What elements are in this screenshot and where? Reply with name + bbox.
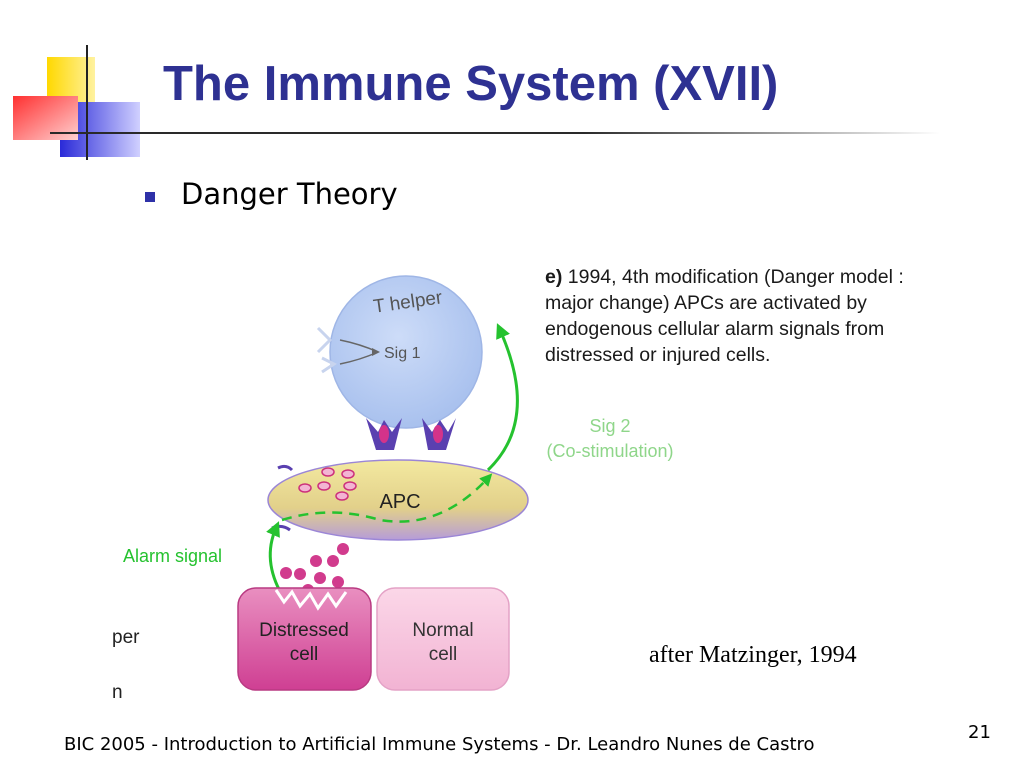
distressed-line2: cell	[290, 644, 319, 665]
diagram-caption: e) 1994, 4th modification (Danger model …	[545, 264, 905, 368]
apc-molecules	[298, 467, 357, 501]
page-number: 21	[968, 722, 991, 743]
alarm-molecules	[280, 543, 349, 596]
distressed-line1: Distressed	[259, 620, 349, 641]
t-helper-cell	[329, 275, 483, 429]
footer-text: BIC 2005 - Introduction to Artificial Im…	[64, 734, 815, 755]
apc-label: APC	[379, 491, 420, 513]
apc-cell	[267, 459, 529, 541]
sig2-label: Sig 2	[589, 416, 630, 436]
caption-label: e)	[545, 266, 563, 288]
alarm-arrow	[266, 521, 284, 596]
sig2-arrow	[486, 323, 519, 472]
cropped-text-2: n	[112, 682, 122, 703]
citation: after Matzinger, 1994	[649, 642, 857, 668]
sig1-label: Sig 1	[384, 345, 421, 362]
page-title: The Immune System (XVII)	[163, 57, 779, 111]
alarm-label: Alarm signal	[123, 546, 222, 566]
cropped-text-1: per	[112, 627, 140, 648]
normal-cell	[376, 587, 510, 691]
title-divider	[50, 132, 940, 134]
normal-line2: cell	[429, 644, 458, 665]
bullet-icon	[145, 192, 155, 202]
receptor-pair-right	[422, 418, 456, 450]
normal-line1: Normal	[412, 620, 473, 641]
costim-label: (Co-stimulation)	[546, 441, 673, 461]
caption-text: 1994, 4th modification (Danger model : m…	[545, 266, 904, 366]
tcell-receptors	[316, 326, 337, 374]
receptor-pair-left	[366, 418, 402, 450]
bullet-text: Danger Theory	[181, 177, 398, 211]
distressed-cell	[237, 587, 372, 691]
